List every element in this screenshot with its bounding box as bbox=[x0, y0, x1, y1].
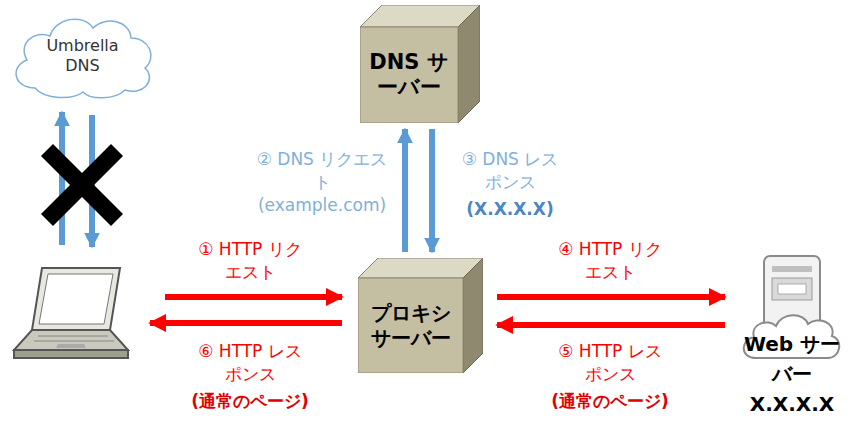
box-top bbox=[358, 258, 483, 278]
node-text: DNS サーバー bbox=[362, 50, 456, 100]
server-panel bbox=[772, 278, 812, 300]
box-front bbox=[358, 278, 463, 373]
flow-arrow bbox=[429, 129, 435, 252]
edge-label: ③ DNS レスポンス bbox=[454, 148, 566, 194]
server-box: プロキシ サーバー bbox=[358, 258, 483, 373]
result-note: (通常のページ) bbox=[525, 390, 695, 413]
step-label: ⑥ HTTP レスポンス bbox=[194, 340, 306, 386]
server-panel bbox=[772, 266, 812, 272]
http-arrow bbox=[150, 320, 342, 326]
server-box: DNS サーバー bbox=[360, 5, 480, 123]
box-side bbox=[458, 5, 480, 123]
edge-label: ④ HTTP リクエスト bbox=[554, 238, 666, 284]
box-side bbox=[463, 258, 483, 373]
web-server: Web サーバー X.X.X.X bbox=[742, 252, 842, 427]
http-arrow bbox=[165, 294, 342, 300]
flow-arrow bbox=[497, 294, 725, 300]
result-note: (通常のページ) bbox=[165, 390, 335, 413]
laptop-icon bbox=[14, 268, 128, 358]
server-panel bbox=[778, 284, 806, 294]
flow-arrow bbox=[402, 129, 408, 252]
node-text: プロキシ サーバー bbox=[360, 301, 461, 351]
edge-label: ② DNS リクエスト (example.com) bbox=[256, 148, 388, 217]
node-text: Umbrella DNS bbox=[35, 36, 130, 76]
edge-label: ⑤ HTTP レスポンス bbox=[554, 340, 666, 386]
address-note: (X.X.X.X) bbox=[445, 198, 575, 221]
flow-arrow bbox=[497, 322, 725, 328]
step-label: ① HTTP リクエスト bbox=[194, 238, 306, 284]
block-cross bbox=[47, 150, 117, 220]
cloud-service: Umbrella DNS bbox=[5, 8, 160, 103]
cloud-outline bbox=[16, 19, 151, 98]
box-front bbox=[360, 27, 458, 123]
node-text: Web サーバー X.X.X.X bbox=[742, 329, 842, 419]
